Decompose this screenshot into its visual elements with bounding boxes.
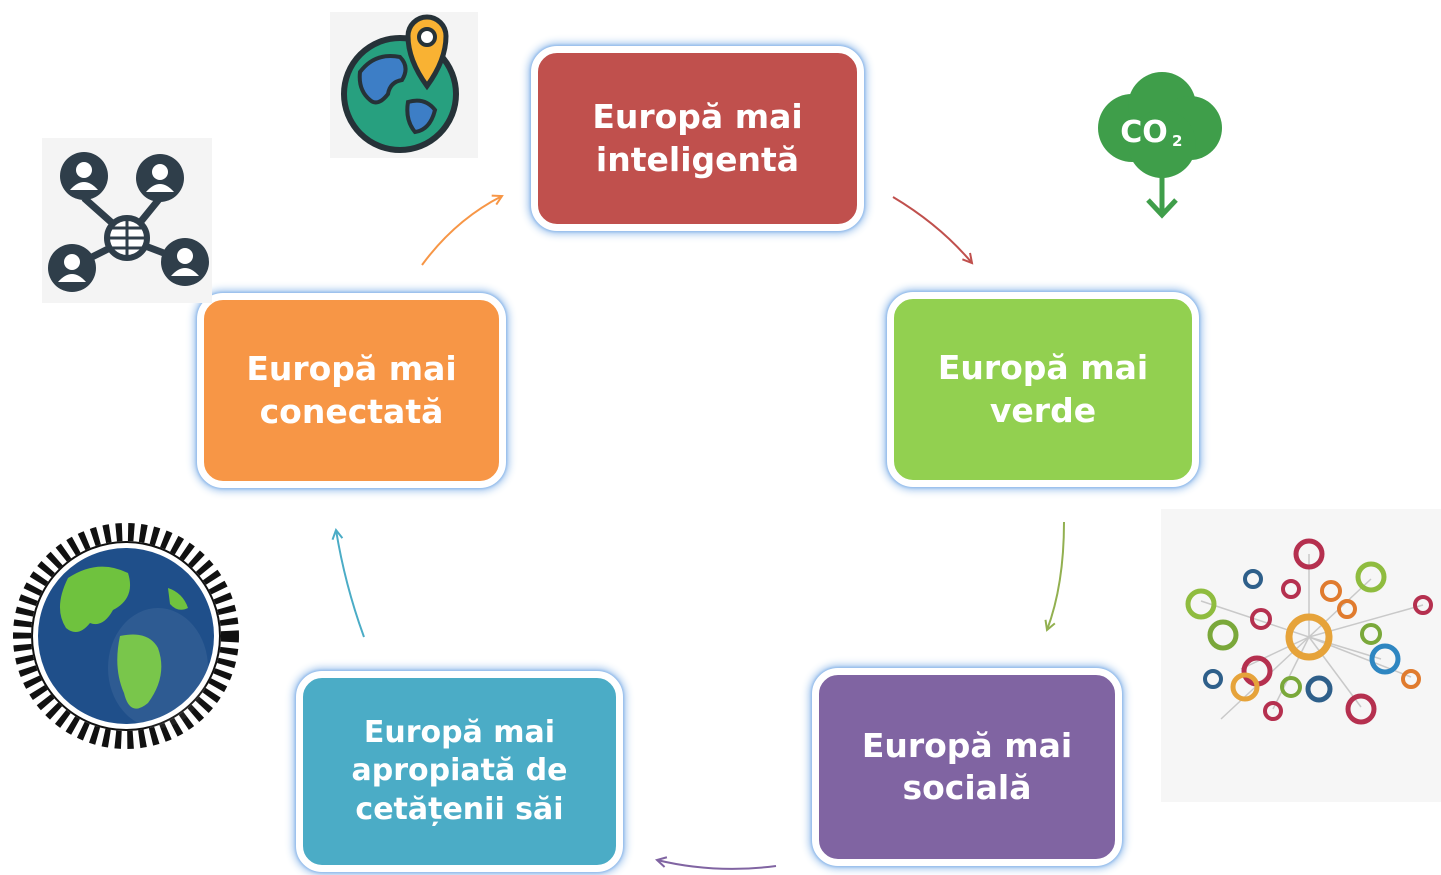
- arrow-conectata-to-inteligenta: [421, 196, 502, 266]
- node-label-apropiata: Europă mai apropiată de cetățenii săi: [351, 714, 568, 827]
- node-label-verde: Europă mai verde: [937, 348, 1149, 430]
- node-europa-verde: Europă mai verde: [887, 292, 1199, 487]
- co2-cloud-icon: CO 2: [1098, 72, 1222, 219]
- node-europa-inteligenta: Europă mai inteligentă: [531, 46, 864, 231]
- people-network-icon: [42, 138, 212, 303]
- globe-people-around-icon: [13, 523, 239, 749]
- arrow-apropiata-to-conectata: [336, 530, 365, 638]
- node-label-inteligenta: Europă mai inteligentă: [592, 97, 803, 179]
- co2-label: CO: [1120, 115, 1168, 150]
- node-label-conectata: Europă mai conectată: [246, 349, 457, 431]
- node-europa-sociala: Europă mai socială: [812, 668, 1122, 866]
- arrow-sociala-to-apropiata: [657, 860, 777, 870]
- node-label-sociala: Europă mai socială: [861, 725, 1073, 807]
- co2-subscript: 2: [1172, 132, 1182, 150]
- arrow-inteligenta-to-verde: [892, 196, 972, 263]
- social-people-network-icon: [1161, 509, 1441, 802]
- node-europa-apropiata: Europă mai apropiată de cetățenii săi: [296, 671, 623, 872]
- arrow-verde-to-sociala: [1047, 521, 1065, 630]
- globe-location-pin-icon: [330, 12, 478, 158]
- node-europa-conectata: Europă mai conectată: [197, 293, 506, 488]
